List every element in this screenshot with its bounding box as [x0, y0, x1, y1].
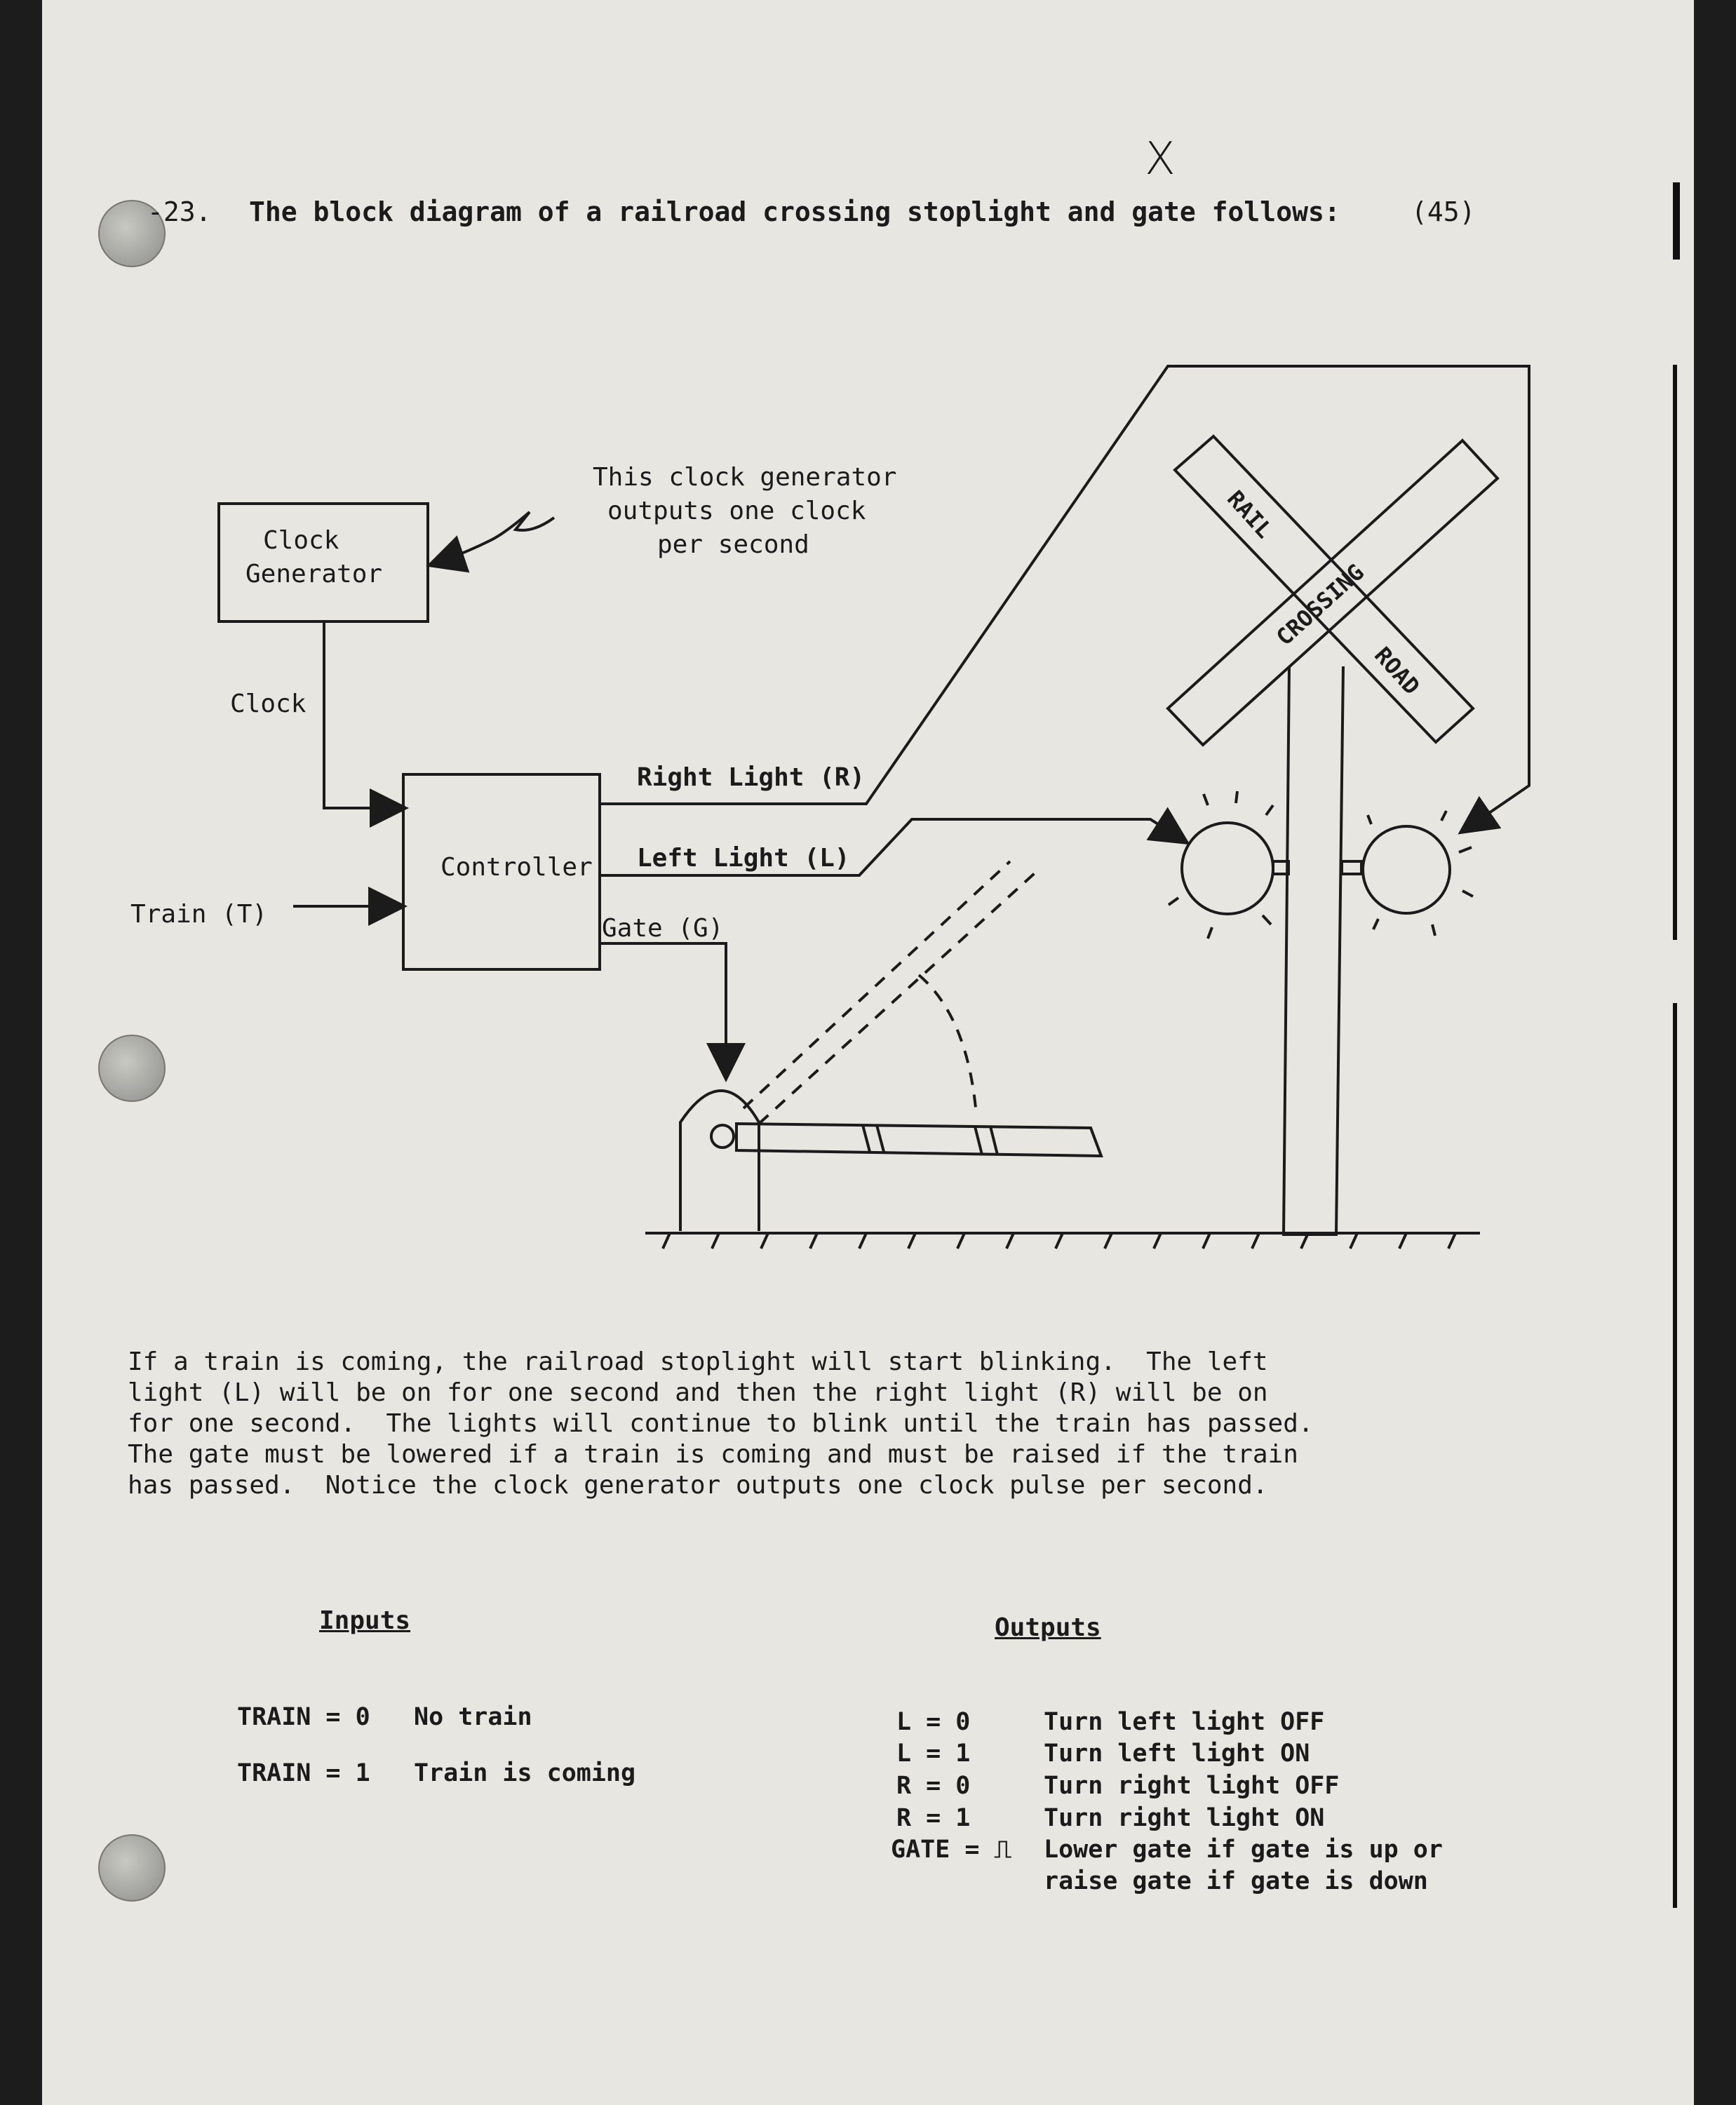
note-line-2: outputs one clock — [607, 497, 866, 525]
clock-line — [323, 621, 409, 828]
right-light-label: Right Light (R) — [637, 763, 865, 792]
ground-hatching — [661, 1232, 1457, 1249]
gate-label: Gate (G) — [602, 914, 723, 943]
clock-generator-label-1: Clock — [263, 526, 339, 555]
punch-hole-middle — [98, 1035, 166, 1102]
left-light-line — [600, 807, 1190, 877]
note-line-3: per second — [657, 530, 809, 559]
gate-housing — [679, 1089, 760, 1231]
input-row-lhs: TRAIN = 1 — [237, 1759, 370, 1787]
output-row-desc: Turn left light ON — [1044, 1740, 1310, 1768]
clock-generator-label-2: Generator — [245, 560, 382, 589]
paragraph-line: for one second. The lights will continue… — [128, 1409, 1314, 1438]
problem-number: -23. — [147, 196, 212, 227]
inputs-header: Inputs — [319, 1606, 411, 1635]
paragraph-line: If a train is coming, the railroad stopl… — [128, 1347, 1268, 1376]
output-row-desc: Lower gate if gate is up or — [1044, 1836, 1443, 1864]
note-line-1: This clock generator — [593, 463, 896, 492]
note-pointer — [426, 511, 556, 573]
gate-pivot — [710, 1124, 735, 1149]
output-row-desc: Turn right light OFF — [1044, 1772, 1340, 1800]
problem-points: (45) — [1411, 196, 1476, 227]
sign-crossing: CROSSING — [1271, 559, 1369, 651]
output-row-desc: Turn left light OFF — [1044, 1708, 1325, 1736]
lamp-bracket-right — [1340, 860, 1363, 875]
output-row-lhs: R = 1 — [896, 1804, 971, 1832]
paragraph-line: light (L) will be on for one second and … — [128, 1378, 1268, 1407]
input-row-desc: No train — [414, 1703, 532, 1731]
output-row-desc: raise gate if gate is down — [1044, 1867, 1428, 1895]
problem-title: The block diagram of a railroad crossing… — [249, 196, 1340, 227]
edge-mark — [1673, 182, 1680, 260]
crossbuck-plank-rail — [1173, 434, 1475, 744]
paragraph-line: The gate must be lowered if a train is c… — [128, 1440, 1298, 1469]
output-row-lhs: L = 0 — [896, 1708, 971, 1736]
edge-mark — [1673, 1003, 1677, 1908]
right-light-line — [600, 365, 1530, 835]
clock-line-label: Clock — [230, 690, 307, 718]
gate-line — [600, 942, 746, 1082]
block-diagram: Clock Generator This clock generator out… — [130, 365, 1530, 1249]
punch-hole-top — [98, 200, 166, 267]
lamp-bracket-left — [1272, 860, 1290, 875]
problem-paragraph: If a train is coming, the railroad stopl… — [128, 1347, 1446, 1501]
crossbuck-plank-crossing — [1166, 438, 1500, 747]
punch-hole-bottom — [98, 1834, 166, 1902]
input-row-desc: Train is coming — [414, 1759, 636, 1787]
controller-box — [402, 773, 601, 971]
paragraph-line: has passed. Notice the clock generator o… — [128, 1471, 1268, 1500]
paper-sheet — [42, 0, 1694, 2105]
gate-arm-raised — [742, 860, 1036, 1125]
gate-arm — [735, 1122, 1103, 1158]
input-row-lhs: TRAIN = 0 — [237, 1703, 370, 1731]
output-row-lhs: R = 0 — [896, 1772, 971, 1800]
left-light-label: Left Light (L) — [637, 844, 849, 873]
left-light-lamp — [1180, 821, 1274, 915]
edge-mark — [1673, 365, 1677, 940]
train-input-label: Train (T) — [130, 900, 267, 929]
signal-post — [1281, 666, 1345, 1236]
handwritten-mark: X — [1145, 133, 1176, 185]
right-light-lamp — [1361, 825, 1451, 915]
output-row-lhs: GATE = ⎍ — [891, 1836, 1012, 1864]
light-rays — [1167, 791, 1474, 939]
controller-label: Controller — [440, 853, 593, 882]
output-row-lhs: L = 1 — [896, 1740, 971, 1768]
output-row-desc: Turn right light ON — [1044, 1804, 1325, 1832]
outputs-header: Outputs — [995, 1613, 1101, 1642]
